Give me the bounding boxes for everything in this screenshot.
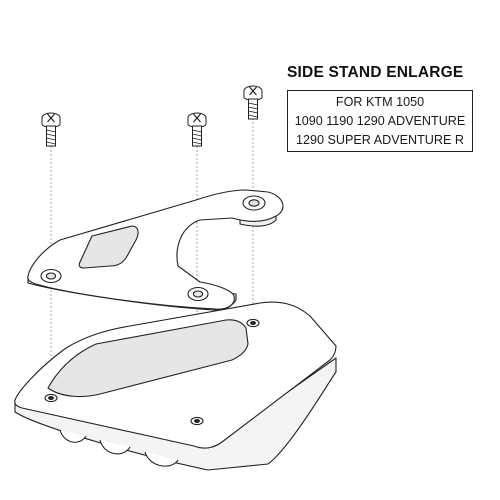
compatibility-line: 1090 1190 1290 ADVENTURE: [294, 113, 466, 128]
screw-icon: [41, 112, 61, 147]
screw-icon: [187, 112, 207, 147]
bracket: [27, 189, 284, 311]
compatibility-box: FOR KTM 1050 1090 1190 1290 ADVENTURE 12…: [287, 90, 473, 152]
compatibility-line: FOR KTM 1050: [335, 94, 425, 109]
compatibility-line: 1290 SUPER ADVENTURE R: [296, 132, 464, 147]
screw-icon: [243, 85, 263, 120]
product-title: SIDE STAND ENLARGE: [287, 64, 464, 81]
foot-pad: [14, 301, 337, 471]
